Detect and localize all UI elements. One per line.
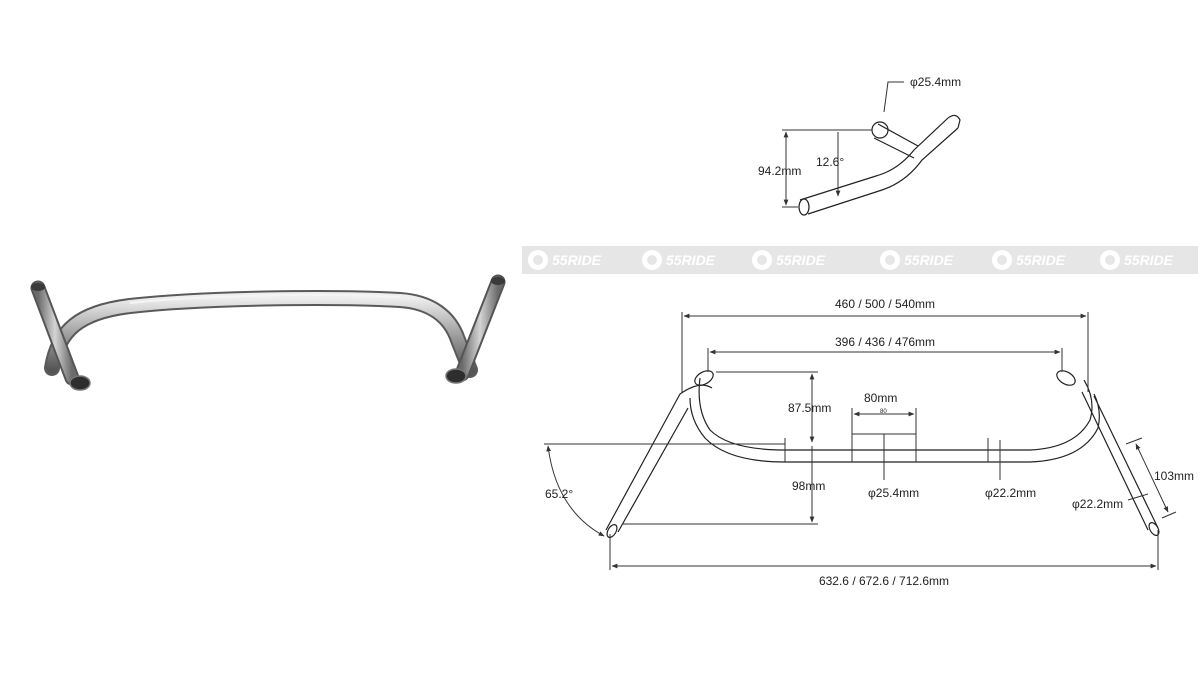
bend-angle-label: 65.2°: [545, 487, 573, 501]
front-view-diagram: 460 / 500 / 540mm 396 / 436 / 476mm 80mm…: [544, 297, 1194, 588]
width-outer-label: 460 / 500 / 540mm: [835, 297, 935, 311]
watermark-text: 55RIDE: [666, 252, 716, 268]
top-clamp-diameter: φ25.4mm: [910, 75, 961, 89]
watermark-text: 55RIDE: [1016, 252, 1066, 268]
watermark-logo: 55RIDE: [992, 250, 1066, 270]
handlebar-photo: [30, 274, 506, 391]
top-view-tube-end: [798, 198, 810, 216]
overall-width-label: 632.6 / 672.6 / 712.6mm: [819, 574, 949, 588]
drop-lower-label: 98mm: [792, 479, 825, 493]
watermark-logo: 55RIDE: [752, 250, 826, 270]
bar-diameter-label: φ22.2mm: [985, 486, 1036, 500]
watermark-logo: 55RIDE: [642, 250, 716, 270]
center-diameter-label: φ25.4mm: [868, 486, 919, 500]
top-rise-label: 94.2mm: [758, 164, 801, 178]
watermark-logo: 55RIDE: [528, 250, 602, 270]
top-view-diagram: φ25.4mm 94.2mm 12.6°: [758, 75, 961, 216]
width-inner-label: 396 / 436 / 476mm: [835, 335, 935, 349]
top-view-clamp-end: [871, 121, 889, 139]
watermark-logo: 55RIDE: [1100, 250, 1174, 270]
watermark-text: 55RIDE: [776, 252, 826, 268]
watermark-logo: 55RIDE: [880, 250, 954, 270]
drop-upper-label: 87.5mm: [788, 401, 831, 415]
top-angle-label: 12.6°: [816, 155, 844, 169]
watermark-band: 55RIDE 55RIDE 55RIDE 55RIDE 55RIDE 55RIDE: [522, 246, 1198, 274]
end-length-label: 103mm: [1154, 469, 1194, 483]
watermark-text: 55RIDE: [904, 252, 954, 268]
clamp-width-label: 80mm: [864, 391, 897, 405]
watermark-text: 55RIDE: [552, 252, 602, 268]
top-view-tube: [799, 117, 959, 215]
clamp-mark-label: 80: [880, 409, 887, 415]
watermark-text: 55RIDE: [1124, 252, 1174, 268]
end-diameter-label: φ22.2mm: [1072, 497, 1123, 511]
